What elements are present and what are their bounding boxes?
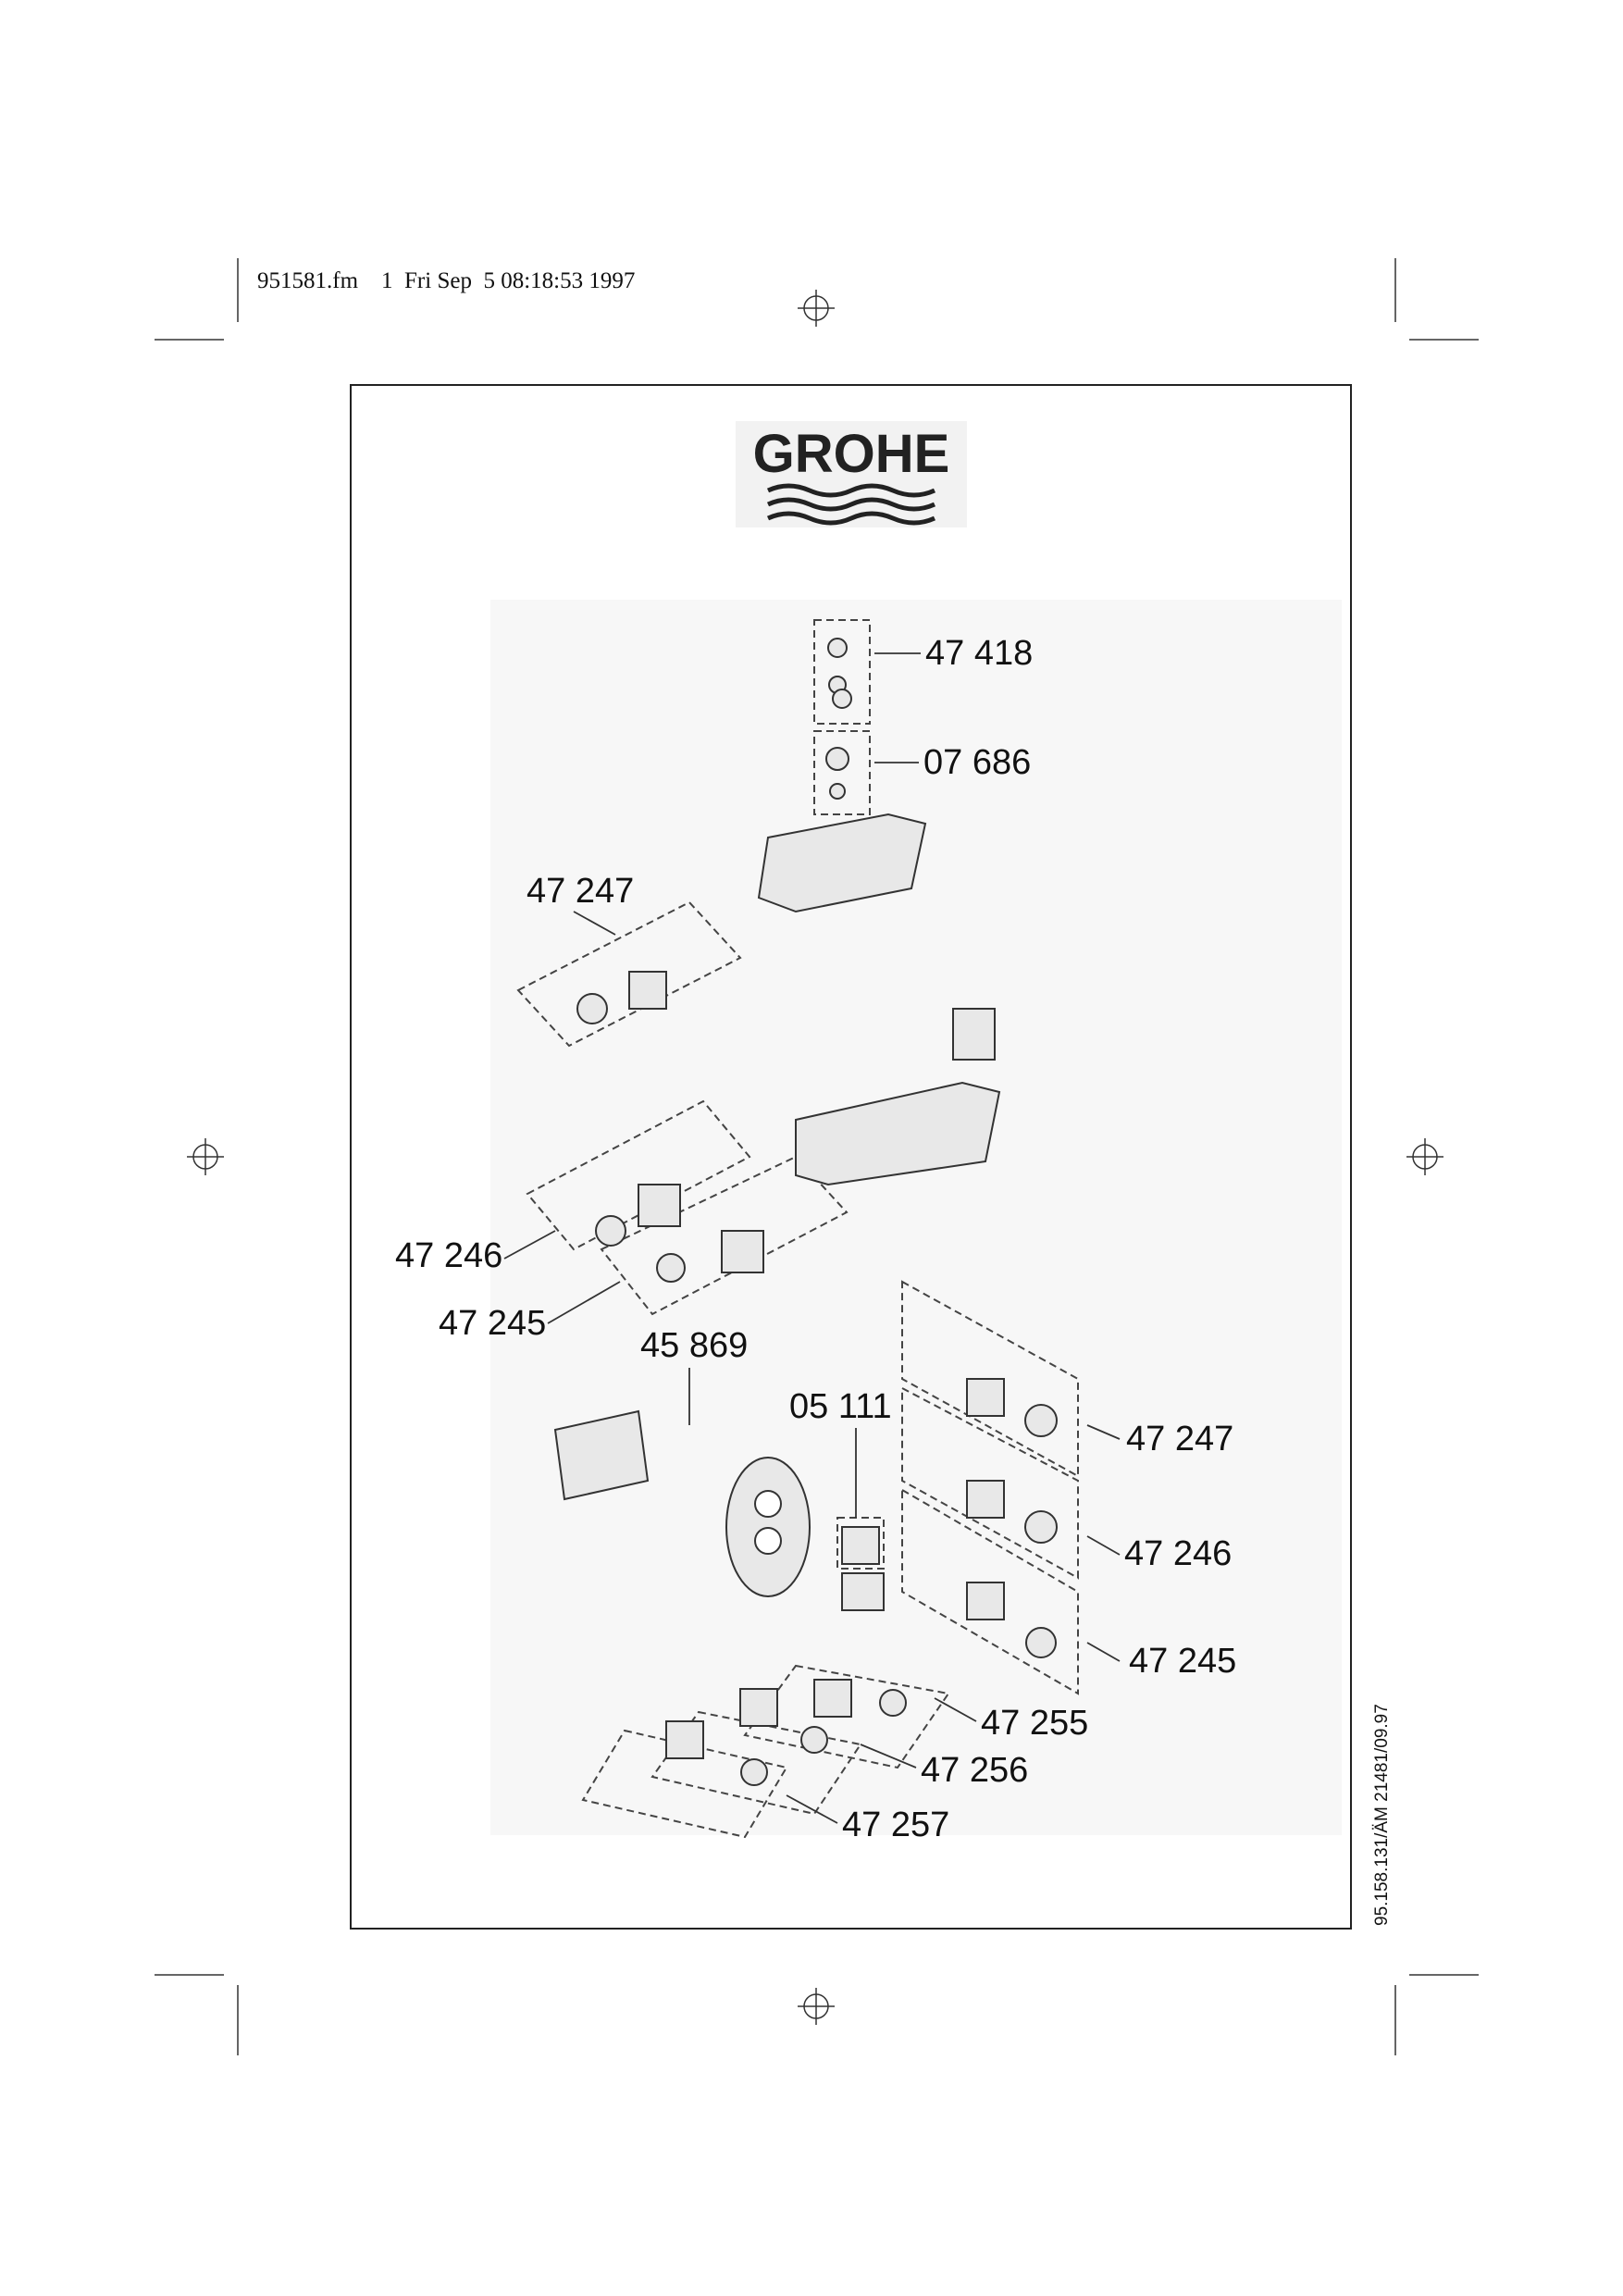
part-number-47245-right: 47 245 bbox=[1129, 1642, 1237, 1681]
part-number-47247-top: 47 247 bbox=[527, 872, 635, 911]
svg-text:GROHE: GROHE bbox=[753, 424, 950, 484]
page-frame bbox=[350, 384, 1352, 1930]
part-number-45869: 45 869 bbox=[640, 1326, 749, 1365]
part-number-47418: 47 418 bbox=[925, 634, 1034, 673]
part-number-47257: 47 257 bbox=[842, 1806, 950, 1844]
leader-lines bbox=[503, 652, 1121, 1824]
registration-mark-bottom bbox=[798, 1988, 835, 2025]
part-number-47246-left: 47 246 bbox=[395, 1236, 503, 1275]
registration-mark-top bbox=[798, 290, 835, 327]
part-number-47256: 47 256 bbox=[921, 1751, 1029, 1790]
part-number-47245-left: 47 245 bbox=[439, 1304, 547, 1343]
part-number-47247-right: 47 247 bbox=[1126, 1420, 1234, 1458]
part-number-05111: 05 111 bbox=[789, 1387, 892, 1426]
part-number-47255: 47 255 bbox=[981, 1704, 1089, 1743]
part-number-07686: 07 686 bbox=[923, 743, 1032, 782]
grohe-logo: GROHE bbox=[736, 421, 967, 527]
document-code: 95.158.131/ÄM 21481/09.97 bbox=[1372, 1704, 1392, 1926]
registration-mark-left bbox=[187, 1138, 224, 1175]
file-info-header: 951581.fm 1 Fri Sep 5 08:18:53 1997 bbox=[257, 268, 636, 293]
part-number-47246-right: 47 246 bbox=[1124, 1534, 1233, 1573]
registration-mark-right bbox=[1406, 1138, 1443, 1175]
